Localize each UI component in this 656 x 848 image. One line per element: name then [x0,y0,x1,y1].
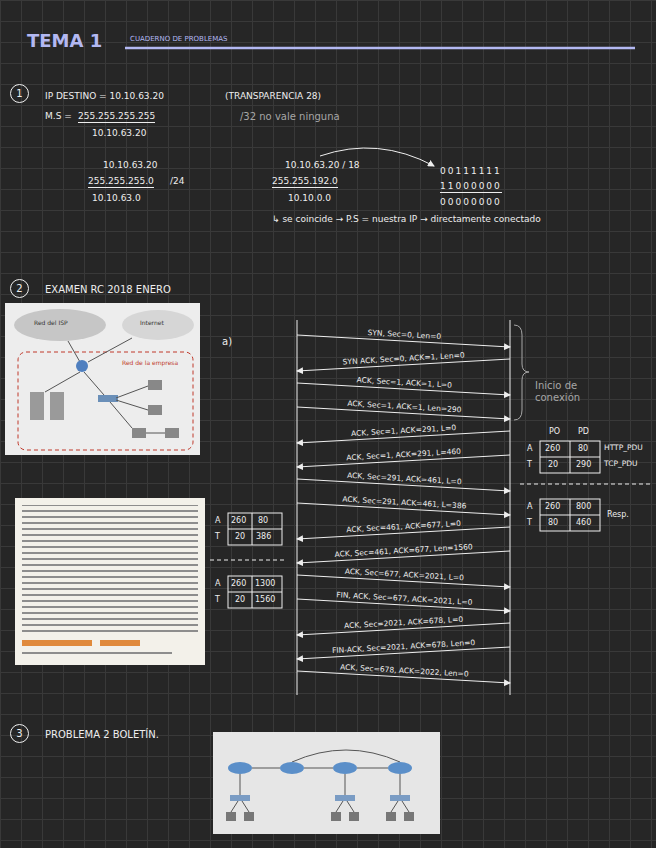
table-cell: 260 [545,502,560,511]
message-label: ACK, Sec=677, ACK=2021, L=0 [344,567,464,582]
message-label: ACK, Sec=291, ACK=461, L=0 [346,472,461,487]
table-cell: 260 [545,444,560,453]
note-text: (TRANSPARENCIA 28) [225,91,321,101]
title-rule [125,47,635,50]
section-heading: PROBLEMA 2 BOLETÍN. [45,729,159,741]
note-text: IP DESTINO = 10.10.63.20 [45,91,164,101]
table-cell: T [527,518,532,527]
message-label: ACK, Sec=1, ACK=1, L=0 [356,376,452,390]
message-label: ACK, Sec=291, ACK=461, L=386 [342,495,466,510]
bracket-note: Inicio de conexión [535,380,617,403]
table-cell: 80 [258,516,268,525]
network-value: 10.10.63.0 [92,193,141,203]
binary-value: 11000000 [440,181,502,193]
table-cell: 290 [576,460,591,469]
section-number-circle: 2 [10,279,29,298]
photo-label: Red del ISP [34,320,68,327]
message-label: ACK, Sec=461, ACK=677, L=0 [346,520,461,535]
network-photo [5,303,200,455]
table-cell: 460 [576,518,591,527]
table-header: PO [549,427,560,436]
subtitle: CUADERNO DE PROBLEMAS [130,35,227,43]
table-cell: 800 [576,502,591,511]
mask-value: 255.255.255.255 [78,111,155,123]
message-label: ACK, Sec=1, ACK=1, Len=290 [347,400,462,415]
table-cell: A [527,444,532,453]
note-text: M.S = [45,111,72,121]
topology-photo [213,732,440,834]
mask-value: 255.255.255.0 [88,176,154,188]
left-table [210,513,285,608]
ip-value: 10.10.63.20 [92,128,146,138]
table-cell: 20 [235,595,245,604]
mask-value: 255.255.192.0 [272,176,338,188]
pdu-label: TCP_PDU [604,460,637,469]
message-label: FIN, ACK, Sec=677, ACK=2021, L=0 [336,591,472,607]
table-cell: 20 [548,460,558,469]
table-cell: 386 [256,532,271,541]
table-cell: 20 [235,532,245,541]
table-cell: 260 [231,516,246,525]
right-table [520,441,650,531]
table-header: PD [578,427,589,436]
message-label: ACK, Sec=461, ACK=677, Len=1560 [334,543,472,559]
section-number: 2 [16,283,22,294]
table-cell: 80 [578,444,588,453]
photo-label: Red de la empresa [122,360,178,367]
binary-value: 00000000 [440,197,502,207]
side-note: /32 no vale ninguna [240,111,340,123]
network-value: 10.10.0.0 [288,193,331,203]
table-cell: 1300 [255,579,275,588]
message-label: ACK, Sec=1, ACK=291, L=460 [346,448,461,463]
ip-value: 10.10.63.20 / 18 [285,160,360,170]
section-number: 1 [16,88,22,99]
table-cell: T [215,595,220,604]
conclusion-note: ↳ se coincide → P.S = nuestra IP → direc… [272,214,541,224]
table-cell: 1560 [255,595,275,604]
table-cell: 80 [548,518,558,527]
page-title: TEMA 1 [27,31,102,52]
part-label: a) [222,336,232,348]
table-cell: T [215,532,220,541]
table-cell: A [215,516,220,525]
side-note: Resp. [607,510,629,519]
ip-value: 10.10.63.20 [103,160,157,170]
exam-photo [15,498,205,665]
binary-value: 00111111 [440,166,502,176]
section-heading: EXAMEN RC 2018 ENERO [45,284,171,296]
section-number-circle: 3 [10,724,29,743]
message-label: ACK, Sec=2021, ACK=678, L=0 [343,615,463,630]
table-cell: A [527,502,532,511]
pdu-label: HTTP_PDU [604,444,643,453]
photo-label: Internet [140,320,164,327]
message-label: ACK, Sec=1, ACK=291, L=0 [351,424,456,438]
section-number-circle: 1 [10,84,29,103]
message-label: SYN ACK, Sec=0, ACK=1, Len=0 [342,351,464,366]
table-cell: A [215,579,220,588]
section-number: 3 [16,728,22,739]
table-cell: 260 [231,579,246,588]
prefix-length: /24 [170,176,184,186]
message-label: ACK, Sec=678, ACK=2022, Len=0 [339,663,468,678]
table-cell: T [527,460,532,469]
sequence-diagram [297,320,529,695]
